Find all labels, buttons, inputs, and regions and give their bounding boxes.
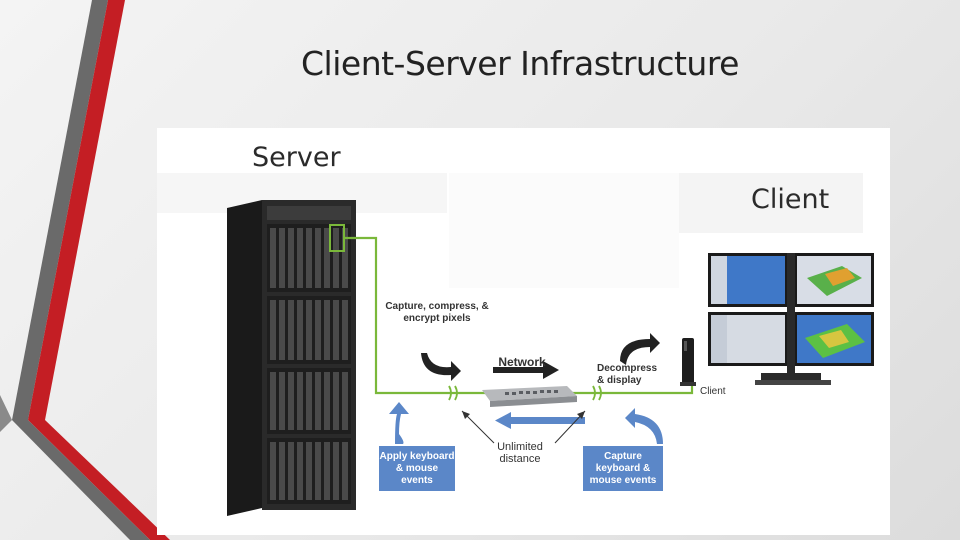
slide-title: Client-Server Infrastructure xyxy=(301,44,739,83)
network-switch-icon xyxy=(482,386,577,407)
server-label: Server xyxy=(252,142,341,173)
decompress-label: Decompress & display xyxy=(597,363,658,386)
client-label: Client xyxy=(751,184,830,215)
server-rack-icon xyxy=(227,200,356,516)
return-arrow xyxy=(495,412,585,429)
apply-events-box: Apply keyboard & mouse events xyxy=(379,446,455,491)
diagram-graphics xyxy=(157,173,874,516)
network-label: Network xyxy=(498,355,546,369)
break-mark-left xyxy=(448,385,458,401)
unlimited-distance-label: Unlimited distance xyxy=(497,441,543,465)
break-mark-right xyxy=(592,385,602,401)
curved-arrow-up xyxy=(620,333,660,365)
thin-client-icon xyxy=(680,338,696,386)
capture-pixels-label: Capture, compress, & encrypt pixels xyxy=(385,301,489,324)
blue-arrow-up-right xyxy=(625,408,663,444)
client-server-diagram: Server Client Capture, compress, & encry… xyxy=(157,128,890,535)
capture-events-box: Capture keyboard & mouse events xyxy=(583,446,663,491)
network-arrow xyxy=(493,361,559,379)
quad-monitor-icon xyxy=(708,253,874,385)
curved-arrow-down xyxy=(421,353,461,381)
client-device-label: Client xyxy=(700,386,726,397)
blue-arrow-up-left xyxy=(389,402,409,444)
